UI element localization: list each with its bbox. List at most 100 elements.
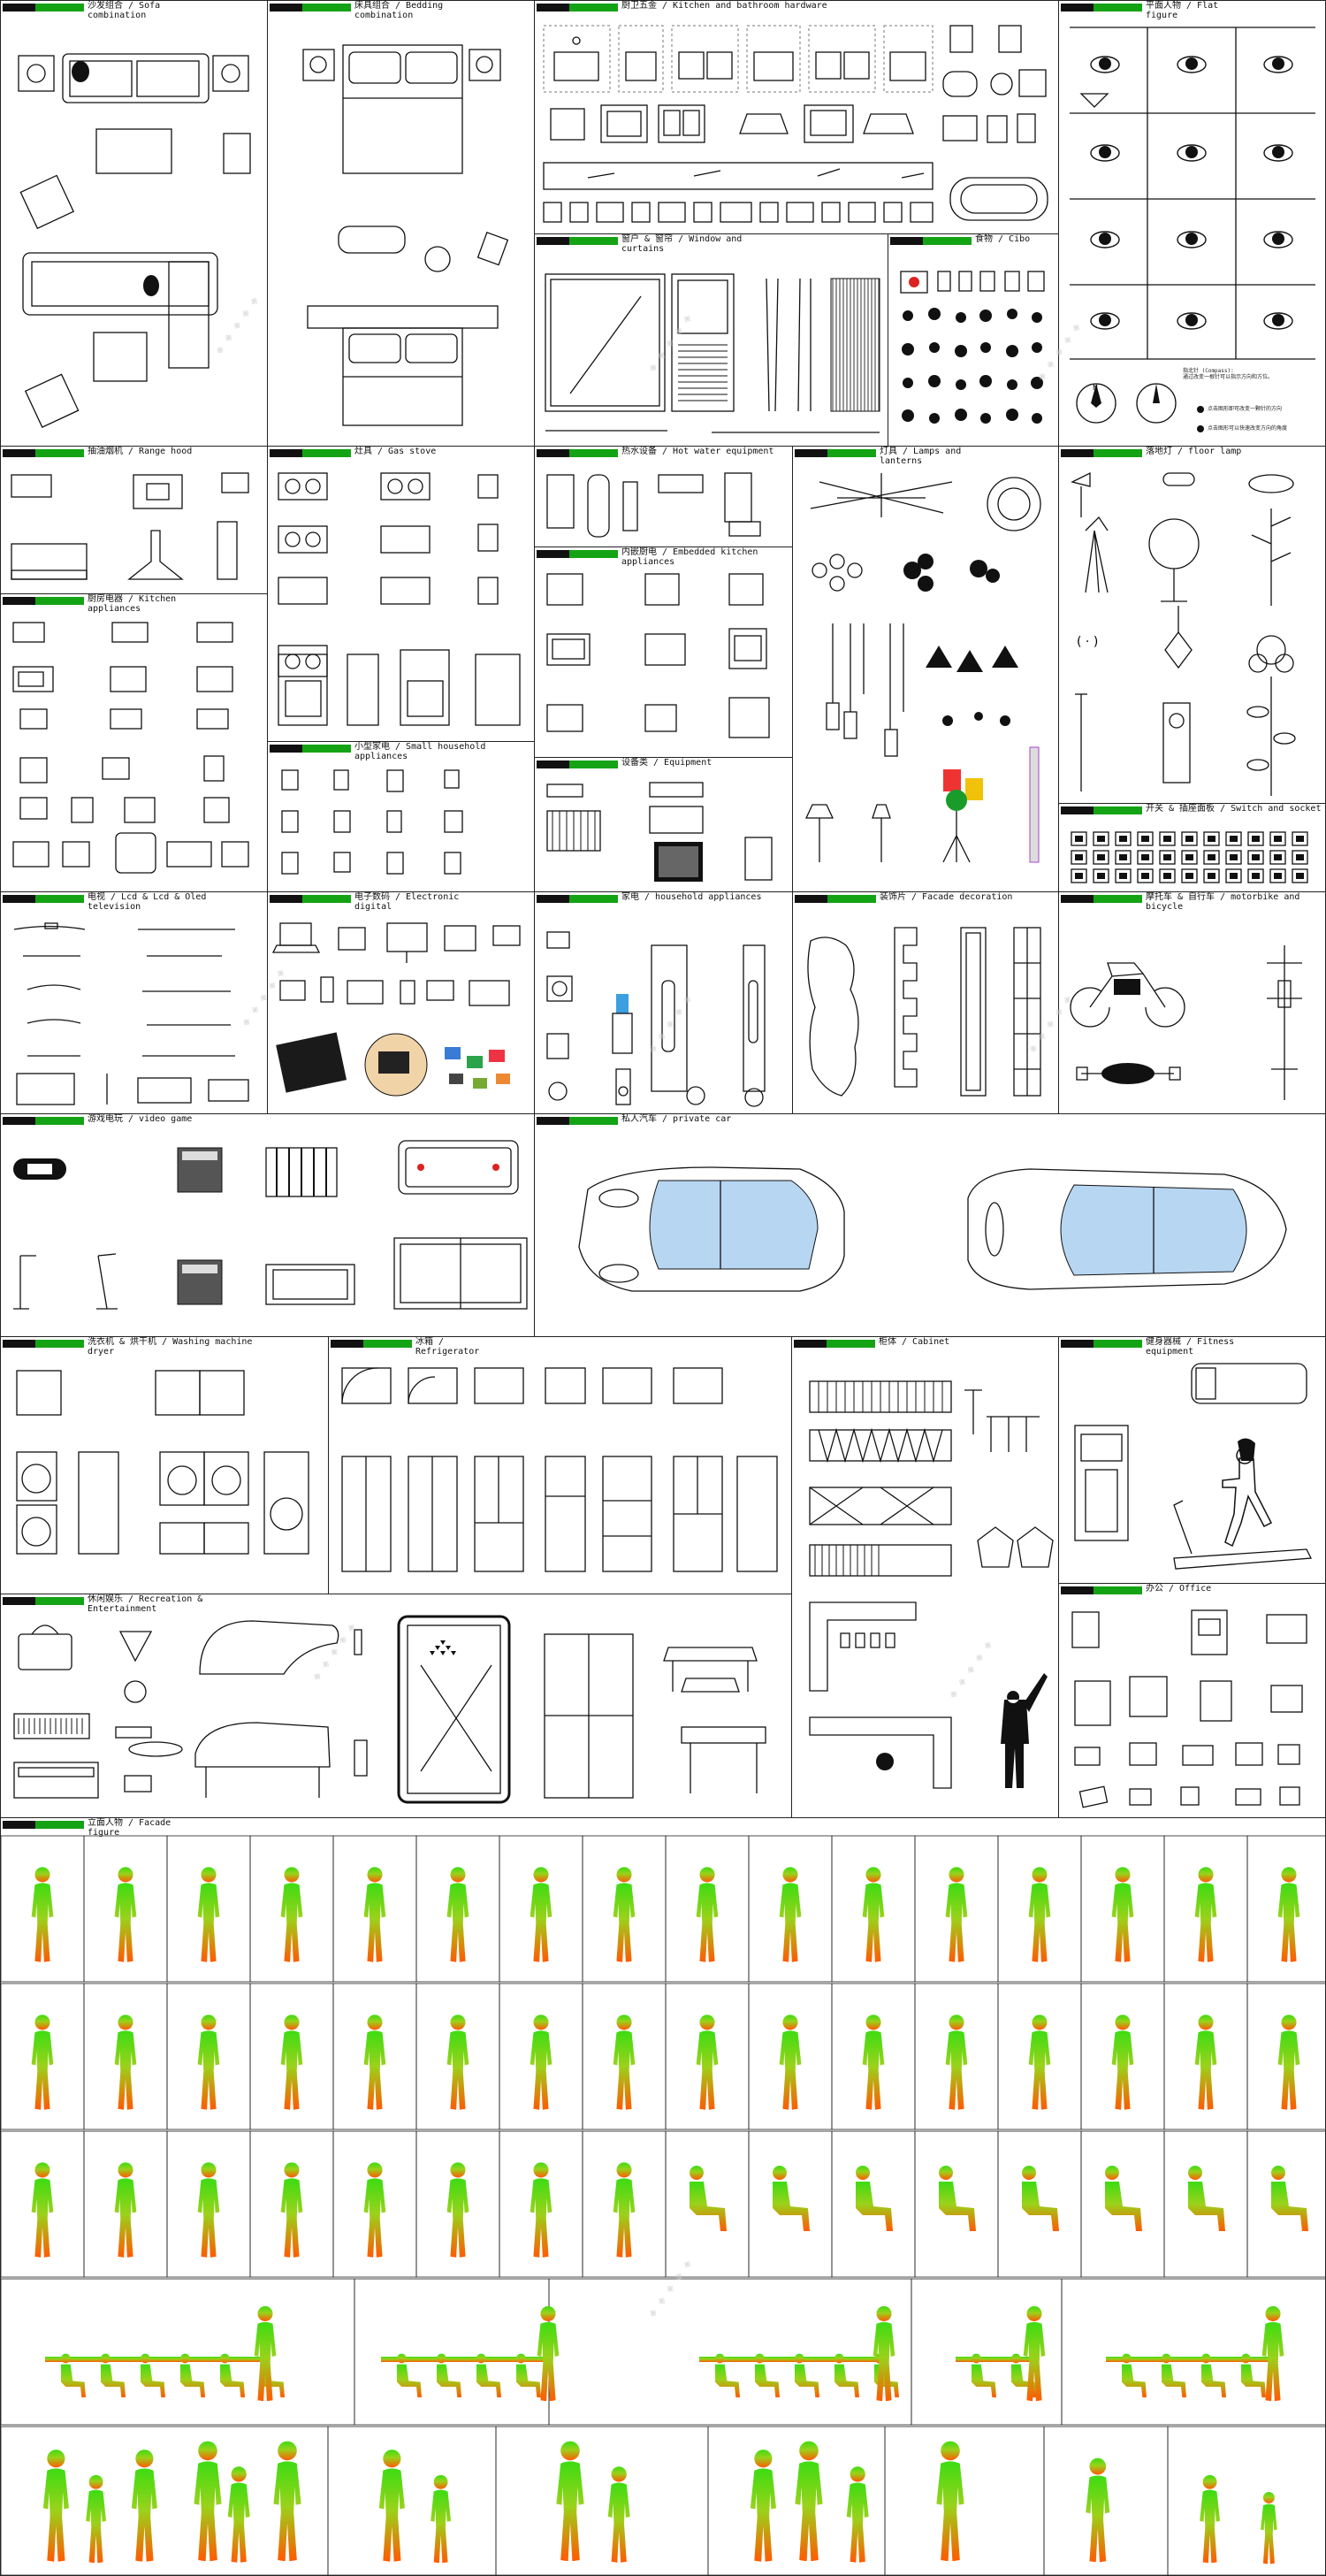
switch-panel: [1137, 850, 1154, 865]
section-tag: [3, 597, 84, 605]
equipment-drawings: [546, 782, 773, 882]
facade-person: [1194, 1867, 1217, 1962]
facade-person: [1261, 2491, 1277, 2565]
facade-person: [696, 1867, 719, 1962]
panel-title: 内嵌厨电 / Embedded kitchen appliances: [621, 547, 758, 567]
panel-video-game: 游戏电玩 / video game: [0, 1113, 535, 1337]
facade-person: [1105, 2166, 1142, 2231]
facade-person: [254, 2305, 277, 2402]
facade-person: [363, 2014, 386, 2110]
panel-cabinet: 柜体 / Cabinet: [791, 1336, 1059, 1818]
section-tag: [537, 237, 618, 245]
panel-kitchen-appliances: 厨房电器 / Kitchen appliances: [0, 593, 268, 892]
lamp-symbol: ( · ): [1077, 635, 1098, 649]
section-tag: [270, 449, 351, 457]
panel-private-car: 私人汽车 / private car: [534, 1113, 1326, 1337]
facade-person: [936, 2441, 964, 2562]
facade-person: [1111, 1867, 1134, 1962]
switch-panel: [1071, 850, 1087, 865]
switch-socket-drawings: [1071, 831, 1308, 883]
switch-panel: [1247, 850, 1264, 865]
facade-person: [31, 2014, 54, 2110]
kitchen-appliances-drawings: [12, 622, 249, 874]
switch-panel: [1225, 868, 1242, 883]
panel-title: 家电 / household appliances: [621, 892, 762, 902]
panel-title: 开关 & 插座面板 / Switch and socket: [1146, 804, 1322, 814]
section-tag: [537, 449, 618, 457]
section-tag: [1061, 806, 1142, 814]
facade-person: [1277, 2014, 1300, 2110]
section-tag: [1061, 1586, 1142, 1594]
panel-small-household: 小型家电 / Small household appliances: [267, 741, 535, 892]
facade-person: [537, 2305, 560, 2402]
facade-person: [1022, 2166, 1059, 2231]
facade-person: [363, 2162, 386, 2258]
panel-gas-stove: 灶具 / Gas stove: [267, 446, 535, 742]
section-tag: [270, 745, 351, 753]
panel-bedding: 床具组合 / Bedding combination: [267, 0, 535, 447]
facade-person: [613, 2014, 636, 2110]
fitness-drawings: [1074, 1363, 1313, 1570]
switch-panel: [1093, 868, 1109, 883]
facade-person: [530, 1867, 552, 1962]
panel-title: 休闲娱乐 / Recreation & Entertainment: [88, 1594, 203, 1614]
switch-panel: [1137, 868, 1154, 883]
switch-panel: [1115, 850, 1132, 865]
facade-person: [114, 1867, 137, 1962]
gas-stove-drawings: [278, 472, 521, 726]
facade-person: [530, 2014, 552, 2110]
facade-person: [873, 2305, 895, 2402]
facade-person: [114, 2162, 137, 2258]
panel-title: 健身器械 / Fitness equipment: [1146, 1337, 1235, 1357]
panel-kitchen-bath: 厨卫五金 / Kitchen and bathroom hardware: [534, 0, 1059, 234]
facade-person: [446, 2162, 469, 2258]
panel-floor-lamp: 落地灯 / floor lamp ( · ): [1058, 446, 1326, 804]
washing-machine-drawings: [16, 1370, 309, 1555]
compass-north-letter: N: [1093, 384, 1098, 392]
switch-panel: [1292, 868, 1308, 883]
facade-person: [556, 2441, 584, 2562]
panel-lamps: 灯具 / Lamps and lanterns: [792, 446, 1059, 892]
facade-person: [378, 2450, 405, 2562]
facade-person: [945, 1867, 968, 1962]
switch-panel: [1071, 868, 1087, 883]
switch-panel: [1203, 831, 1220, 846]
panel-title: 装饰片 / Facade decoration: [880, 892, 1013, 902]
kitchen-bath-drawings: [543, 25, 1048, 223]
panel-title: 小型家电 / Small household appliances: [354, 742, 486, 761]
sofa-drawings: [18, 53, 251, 429]
switch-panel: [1269, 831, 1286, 846]
panel-title: 摩托车 & 自行车 / motorbike and bicycle: [1146, 892, 1300, 912]
facade-person: [31, 2162, 54, 2258]
facade-person: [31, 1867, 54, 1962]
section-tag: [537, 761, 618, 768]
panel-facade-figure: 立面人物 / Facade figure: [0, 1817, 1326, 2576]
section-tag: [3, 449, 84, 457]
switch-panel: [1225, 831, 1242, 846]
switch-panel: [1203, 850, 1220, 865]
panel-cibo: 食物 / Cibo: [888, 233, 1059, 447]
section-tag: [331, 1340, 412, 1348]
facade-person: [280, 2014, 303, 2110]
facade-figure-grid: [1, 1835, 1325, 2575]
section-tag: [794, 1340, 875, 1348]
panel-title: 平面人物 / Flat figure: [1146, 1, 1219, 20]
section-tag: [3, 1340, 84, 1348]
facade-person: [939, 2166, 976, 2231]
range-hood-drawings: [11, 472, 249, 580]
section-tag: [270, 895, 351, 903]
facade-person: [607, 2466, 630, 2563]
switch-panel: [1115, 831, 1132, 846]
facade-person: [197, 2162, 220, 2258]
panel-window: 窗户 & 窗帘 / Window and curtains: [534, 233, 888, 447]
switch-panel: [1292, 831, 1308, 846]
panel-title: 床具组合 / Bedding combination: [354, 1, 444, 20]
facade-person: [696, 2014, 719, 2110]
section-tag: [3, 1821, 84, 1829]
office-drawings: [1071, 1609, 1307, 1808]
facade-person: [773, 2166, 810, 2231]
panel-title: 冰箱 / Refrigerator: [415, 1337, 480, 1357]
panel-tv: 电视 / Lcd & Lcd & Oled television: [0, 891, 268, 1114]
panel-title: 洗衣机 & 烘干机 / Washing machine dryer: [88, 1337, 253, 1357]
facade-person: [779, 1867, 802, 1962]
